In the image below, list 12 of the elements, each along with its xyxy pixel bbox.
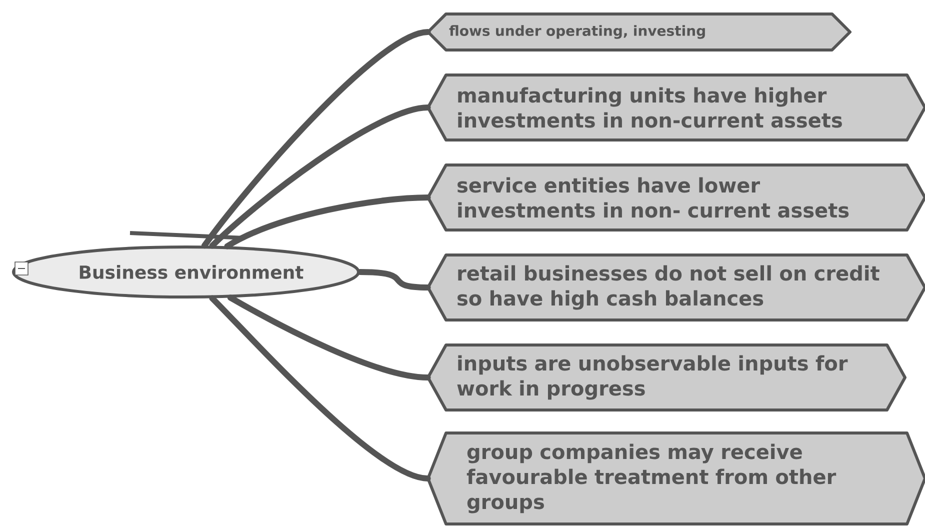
hexagon-box: inputs are unobservable inputs for work in progress xyxy=(426,344,907,412)
branch-line xyxy=(209,295,431,482)
hexagon-box: flows under operating, investing xyxy=(426,12,852,52)
hexagon-box: service entities have lower investments in non- current assets xyxy=(426,164,925,232)
branch-line xyxy=(209,104,431,249)
branch-line xyxy=(224,194,431,250)
hexagon-box: retail businesses do not sell on credit so have high cash balances xyxy=(426,254,925,322)
branch-line xyxy=(357,269,431,290)
hexagon-box: manufacturing units have higher investments in non-current assets xyxy=(426,74,925,142)
branch-line xyxy=(227,294,431,380)
hexagon-box: group companies may receive favourable treatment from other groups xyxy=(426,432,925,526)
branch-line xyxy=(201,29,431,249)
